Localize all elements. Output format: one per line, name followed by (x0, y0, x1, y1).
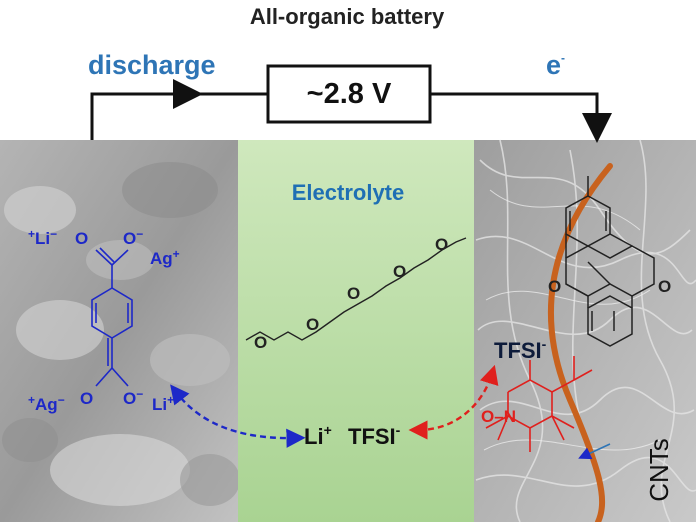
dashed-double-arrow-icon (408, 364, 499, 440)
voltage-label: ~2.8 V (307, 78, 392, 110)
atom-ag-top: Ag+ (150, 247, 180, 268)
nitroxide-structure (485, 356, 593, 452)
cnts-label: CNTs (644, 438, 674, 502)
atom-o-bottom-right: O− (123, 387, 143, 408)
cnt-pointer-arrow (578, 443, 611, 460)
atom-ag-bottom: +Ag− (28, 393, 65, 414)
terephthalate-structure (91, 247, 133, 387)
atom-o-top-left: O (75, 229, 88, 248)
diagram-title: All-organic battery (250, 4, 445, 29)
glyme-structure (245, 237, 467, 341)
ether-oxygen-3: O (347, 284, 360, 303)
external-circuit (90, 64, 612, 143)
atom-o-bottom-left: O (80, 389, 93, 408)
li-ion-label: Li+ (304, 422, 332, 449)
electron-label: e- (546, 50, 565, 80)
discharge-label: discharge (88, 50, 216, 80)
atom-o-top-right: O− (123, 227, 143, 248)
ether-oxygen-2: O (306, 315, 319, 334)
atom-li-top: +Li− (28, 227, 57, 248)
load-box (266, 64, 432, 124)
anode-sem-panel (0, 140, 240, 522)
anthraquinone-structure (565, 176, 655, 347)
quinone-oxygen-right: O (658, 277, 671, 296)
nitroxide-label: O–N (481, 407, 516, 426)
electrolyte-panel (238, 140, 474, 522)
ether-oxygen-1: O (254, 333, 267, 352)
dashed-double-arrow-icon (170, 384, 306, 448)
quinone-oxygen-left: O (548, 277, 561, 296)
tfsi-ion-label: TFSI- (348, 422, 401, 449)
ether-oxygen-4: O (393, 262, 406, 281)
cnt-fiber (547, 163, 613, 522)
arrow-down-icon (430, 92, 612, 143)
tfsi-right-label: TFSI- (494, 336, 547, 363)
electrolyte-label: Electrolyte (292, 180, 405, 205)
ether-oxygen-5: O (435, 235, 448, 254)
